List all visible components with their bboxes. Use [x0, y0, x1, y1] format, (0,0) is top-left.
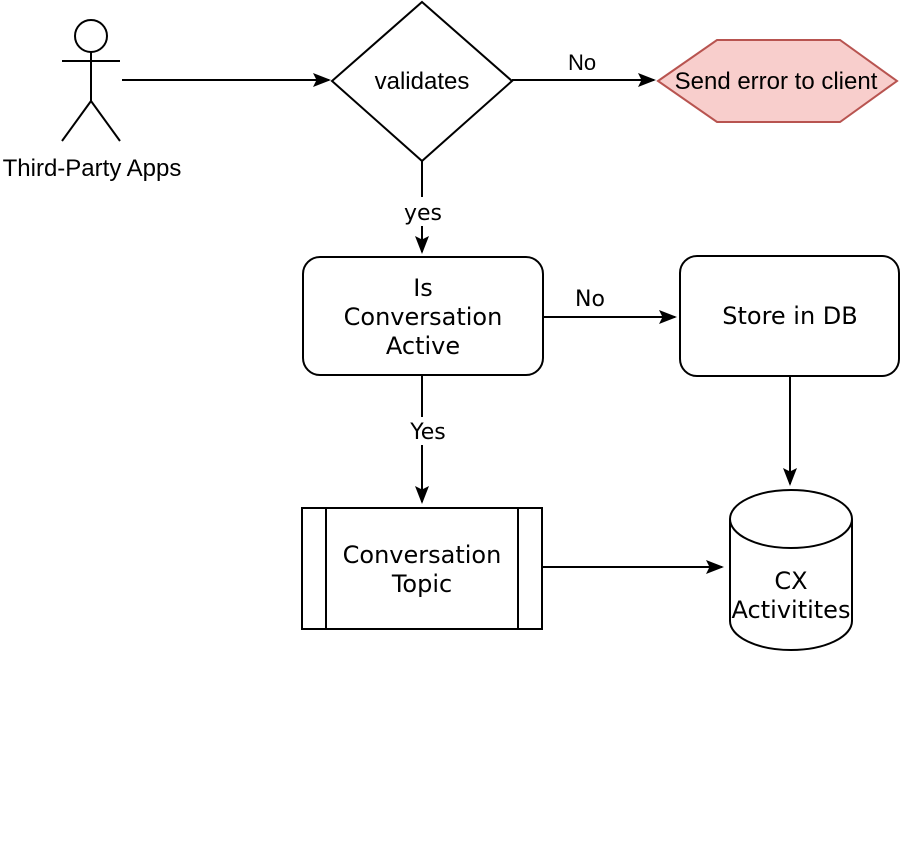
- edge-label-no: No: [568, 50, 596, 75]
- edge-active-yes: Yes: [404, 375, 452, 504]
- edge-label-bg: [401, 197, 446, 226]
- store-in-db-shape: [679, 255, 900, 377]
- edge-label-yes: Yes: [409, 420, 446, 445]
- edge-label-yes: yes: [404, 201, 442, 226]
- cx-activities-top-rim: [729, 518, 853, 549]
- actor-figure: [61, 52, 121, 142]
- decision-validates-shape: [330, 0, 514, 163]
- process-store-in-db: Store in DB: [679, 255, 900, 377]
- edge-active-no: No: [543, 287, 677, 324]
- send-error-label: Send error to client: [675, 68, 878, 95]
- edge-label-bg: [404, 417, 452, 445]
- actor-third-party-apps: Third-Party Apps: [3, 19, 182, 182]
- edge-label-no: No: [575, 287, 605, 312]
- decision-validates-label: validates: [375, 68, 470, 95]
- process-is-conversation-active: Is Conversation Active: [302, 256, 544, 376]
- cx-activities-line2: Activitites: [732, 596, 851, 624]
- conversation-topic-line1: Conversation: [343, 541, 502, 569]
- database-cx-activities: CX Activitites: [729, 489, 853, 651]
- actor-label: Third-Party Apps: [3, 155, 182, 182]
- cx-activities-body: [729, 489, 853, 651]
- is-conversation-active-line1: Is: [413, 274, 433, 302]
- subprocess-conversation-topic: Conversation Topic: [301, 507, 543, 630]
- conversation-topic-bars: [325, 508, 519, 629]
- conversation-topic-line2: Topic: [391, 570, 452, 598]
- is-conversation-active-line3: Active: [386, 332, 460, 360]
- cx-activities-line1: CX: [774, 567, 807, 595]
- decision-validates: validates: [330, 0, 514, 163]
- edge-validates-yes: yes: [401, 161, 446, 254]
- conversation-topic-shape: [301, 507, 543, 630]
- send-error-shape: [656, 39, 899, 123]
- is-conversation-active-line2: Conversation: [344, 303, 503, 331]
- store-in-db-label: Store in DB: [722, 302, 858, 330]
- actor-head: [74, 19, 108, 53]
- is-conversation-active-shape: [302, 256, 544, 376]
- edge-validates-no: No: [512, 50, 656, 87]
- terminator-send-error: Send error to client: [656, 39, 899, 123]
